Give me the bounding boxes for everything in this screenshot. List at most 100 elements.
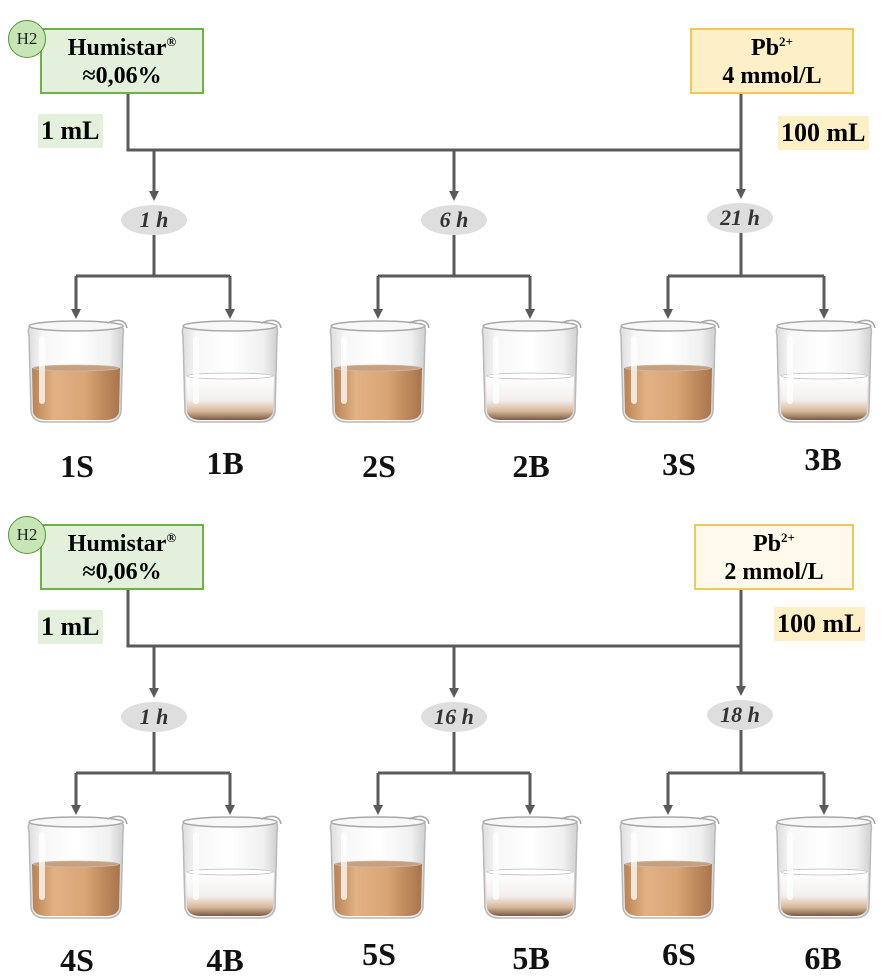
beaker-sample	[27, 319, 128, 423]
liquid-surface	[334, 364, 422, 372]
supernatant-liquid	[32, 864, 120, 916]
humistar-volume: 1 mL	[38, 114, 103, 148]
beaker-rim	[620, 320, 716, 332]
beaker-label: 5S	[362, 936, 396, 972]
lead-box: Pb2+ 2 mmol/L	[694, 524, 854, 590]
sample-badge: H2	[8, 516, 46, 554]
humistar-box: Humistar® ≈0,06%	[40, 28, 204, 94]
time-label-2: 6 h	[421, 205, 487, 235]
beaker-label: 2S	[362, 448, 396, 484]
humistar-name: Humistar	[67, 531, 167, 557]
beaker-spout	[106, 815, 128, 825]
liquid-surface	[486, 372, 574, 380]
beaker-rim	[330, 816, 426, 828]
lead-volume: 100 mL	[774, 607, 865, 641]
beaker-label: 1B	[206, 445, 244, 481]
beaker-rim	[482, 320, 578, 332]
time-label-1: 1 h	[121, 702, 187, 732]
feed-line	[126, 590, 743, 648]
glass-highlight	[39, 832, 45, 900]
beaker-label: 1S	[60, 448, 94, 484]
time-label-2: 16 h	[421, 702, 487, 732]
glass-highlight	[631, 832, 637, 900]
beaker-spout	[260, 815, 282, 825]
lead-volume: 100 mL	[778, 116, 869, 150]
liquid-surface	[334, 860, 422, 868]
humistar-concentration: ≈0,06%	[82, 63, 162, 89]
beaker-sample	[27, 815, 128, 919]
sample-badge: H2	[8, 20, 46, 58]
liquid-surface	[780, 372, 868, 380]
beaker-rim	[28, 320, 124, 332]
glass-highlight	[493, 336, 499, 404]
beaker-spout	[260, 319, 282, 329]
glass-highlight	[193, 832, 199, 900]
panel-1-connectors	[71, 94, 829, 319]
glass-highlight	[631, 336, 637, 404]
glass-highlight	[39, 336, 45, 404]
blank-liquid	[486, 376, 574, 420]
beaker-rim	[776, 320, 872, 332]
beaker-spout	[560, 815, 582, 825]
lead-box: Pb2+ 4 mmol/L	[690, 28, 854, 94]
supernatant-liquid	[334, 864, 422, 916]
blank-liquid	[186, 872, 274, 916]
beaker-label: 3B	[804, 441, 842, 477]
beaker-blank	[181, 319, 282, 423]
blank-liquid	[186, 376, 274, 420]
beaker-sample	[329, 815, 430, 919]
liquid-surface	[32, 364, 120, 372]
glass-highlight	[787, 336, 793, 404]
beaker-spout	[698, 319, 720, 329]
beaker-spout	[854, 815, 876, 825]
glass-highlight	[493, 832, 499, 900]
lead-symbol: Pb	[751, 35, 780, 61]
lead-symbol: Pb	[753, 531, 782, 557]
glass-highlight	[193, 336, 199, 404]
blank-liquid	[780, 376, 868, 420]
lead-concentration: 4 mmol/L	[722, 63, 822, 89]
supernatant-liquid	[32, 368, 120, 420]
blank-liquid	[780, 872, 868, 916]
registered-mark: ®	[166, 530, 177, 545]
beaker-rim	[182, 816, 278, 828]
beaker-label: 4S	[60, 942, 94, 978]
time-label-3: 21 h	[707, 203, 773, 233]
supernatant-liquid	[624, 368, 712, 420]
liquid-surface	[624, 364, 712, 372]
beaker-blank	[481, 815, 582, 919]
liquid-surface	[186, 868, 274, 876]
beaker-blank	[181, 815, 282, 919]
beaker-rim	[620, 816, 716, 828]
liquid-surface	[186, 372, 274, 380]
beaker-blank	[481, 319, 582, 423]
beaker-label: 3S	[662, 446, 696, 482]
beaker-blank	[775, 815, 876, 919]
humistar-volume: 1 mL	[38, 610, 103, 644]
beaker-sample	[619, 319, 720, 423]
lead-charge: 2+	[779, 34, 793, 49]
time-label-1: 1 h	[121, 205, 187, 235]
glass-highlight	[341, 832, 347, 900]
lead-concentration: 2 mmol/L	[724, 559, 824, 585]
beaker-rim	[182, 320, 278, 332]
supernatant-liquid	[334, 368, 422, 420]
beaker-spout	[408, 319, 430, 329]
glass-highlight	[787, 832, 793, 900]
beaker-spout	[698, 815, 720, 825]
liquid-surface	[32, 860, 120, 868]
beaker-spout	[854, 319, 876, 329]
humistar-name: Humistar	[67, 35, 167, 61]
liquid-surface	[780, 868, 868, 876]
beaker-blank	[775, 319, 876, 423]
time-label-3: 18 h	[707, 700, 773, 730]
beaker-rim	[28, 816, 124, 828]
beaker-label: 4B	[206, 942, 244, 978]
beaker-label: 5B	[512, 940, 550, 976]
humistar-box: Humistar® ≈0,06%	[40, 524, 204, 590]
supernatant-liquid	[624, 864, 712, 916]
beaker-rim	[776, 816, 872, 828]
liquid-surface	[624, 860, 712, 868]
